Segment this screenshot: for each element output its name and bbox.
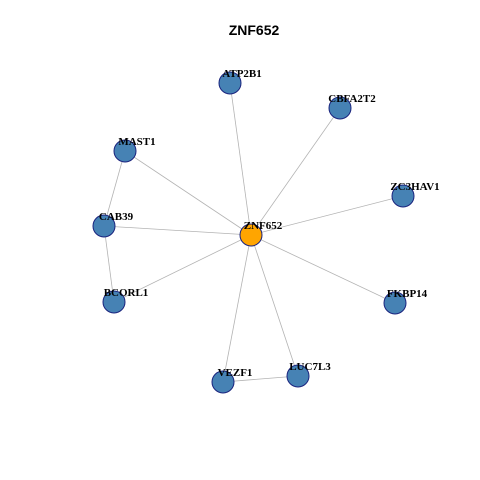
node-cab39[interactable]: CAB39 bbox=[92, 211, 134, 238]
node-mast1[interactable]: MAST1 bbox=[113, 136, 156, 163]
nodes-layer: ZNF652 ATP2B1CBFA2T2MAST1ZC3HAV1CAB39BCOR… bbox=[92, 68, 440, 394]
node-label-vezf1: VEZF1 bbox=[218, 367, 253, 379]
edge-znf652-bcorl1 bbox=[113, 234, 252, 303]
node-circle-zc3hav1[interactable] bbox=[391, 184, 415, 208]
node-znf652[interactable]: ZNF652 bbox=[239, 220, 283, 247]
node-label-bcorl1: BCORL1 bbox=[104, 287, 149, 299]
node-label-zc3hav1: ZC3HAV1 bbox=[390, 181, 439, 193]
edge-znf652-cab39 bbox=[103, 225, 252, 236]
edge-znf652-zc3hav1 bbox=[250, 195, 404, 236]
node-luc7l3[interactable]: LUC7L3 bbox=[286, 361, 331, 388]
node-label-fkbp14: FKBP14 bbox=[387, 288, 428, 300]
edge-cab39-bcorl1 bbox=[103, 225, 115, 303]
edge-znf652-cbfa2t2 bbox=[250, 107, 341, 236]
node-zc3hav1[interactable]: ZC3HAV1 bbox=[390, 181, 440, 208]
node-circle-luc7l3[interactable] bbox=[286, 364, 310, 388]
graph-title: ZNF652 bbox=[229, 22, 280, 38]
node-bcorl1[interactable]: BCORL1 bbox=[102, 287, 149, 314]
node-circle-mast1[interactable] bbox=[113, 139, 137, 163]
node-circle-cab39[interactable] bbox=[92, 214, 116, 238]
node-circle-vezf1[interactable] bbox=[211, 370, 235, 394]
node-circle-cbfa2t2[interactable] bbox=[328, 96, 352, 120]
node-circle-znf652[interactable] bbox=[239, 223, 263, 247]
node-atp2b1[interactable]: ATP2B1 bbox=[218, 68, 262, 95]
edge-znf652-atp2b1 bbox=[229, 82, 252, 236]
node-label-znf652: ZNF652 bbox=[244, 220, 283, 232]
edge-znf652-mast1 bbox=[124, 150, 252, 236]
node-circle-fkbp14[interactable] bbox=[383, 291, 407, 315]
node-fkbp14[interactable]: FKBP14 bbox=[383, 288, 428, 315]
edge-znf652-fkbp14 bbox=[250, 234, 396, 304]
node-circle-bcorl1[interactable] bbox=[102, 290, 126, 314]
node-label-cab39: CAB39 bbox=[99, 211, 134, 223]
edges-layer bbox=[103, 82, 404, 383]
node-label-mast1: MAST1 bbox=[118, 136, 155, 148]
edge-vezf1-luc7l3 bbox=[222, 375, 299, 383]
edge-znf652-vezf1 bbox=[222, 234, 252, 383]
edge-znf652-luc7l3 bbox=[250, 234, 299, 377]
node-label-cbfa2t2: CBFA2T2 bbox=[328, 93, 376, 105]
node-label-atp2b1: ATP2B1 bbox=[222, 68, 262, 80]
node-vezf1[interactable]: VEZF1 bbox=[211, 367, 253, 394]
node-cbfa2t2[interactable]: CBFA2T2 bbox=[328, 93, 376, 120]
node-circle-atp2b1[interactable] bbox=[218, 71, 242, 95]
edge-mast1-cab39 bbox=[103, 150, 126, 227]
node-label-luc7l3: LUC7L3 bbox=[289, 361, 331, 373]
